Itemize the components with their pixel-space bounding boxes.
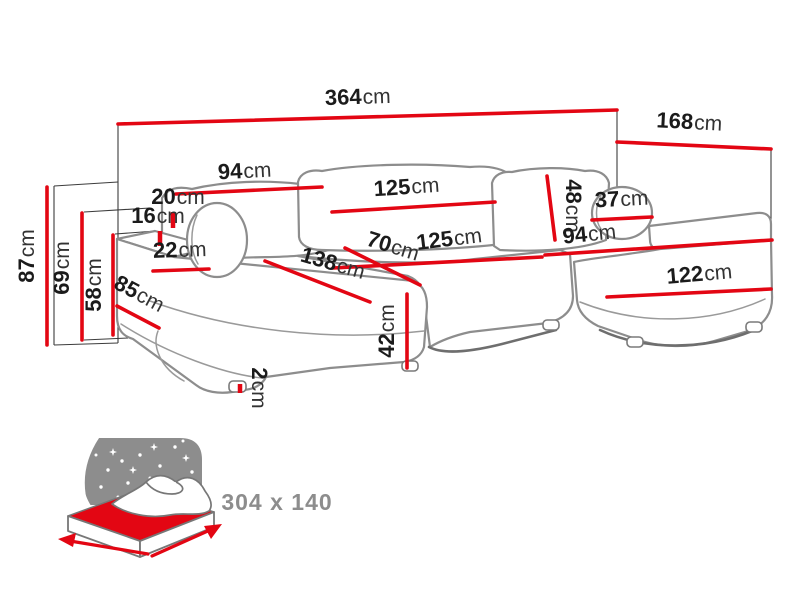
dim-armrest-width: 22cm [151,236,211,273]
svg-text:42cm: 42cm [374,304,399,357]
dim-armrest-height: 69cm [49,211,84,342]
svg-text:48cm: 48cm [561,179,586,232]
sofa-foot [745,321,763,333]
height-plane-87 [53,181,119,346]
width-arrow [58,533,150,556]
dim-backrest-left-width: 94cm [174,157,324,196]
dim-backrest-center-width: 125cm [330,172,497,214]
svg-text:125cm: 125cm [415,222,483,255]
sofa-foot [228,380,247,393]
chaise-left-corner-seam [155,330,185,382]
bolster-right-roll-seam [595,196,602,230]
dim-seat-height: 58cm [81,233,115,337]
chaise-left [115,237,429,394]
svg-text:69cm: 69cm [49,241,74,294]
sleeping-area-size: 304 x 140 [221,489,332,515]
moon-crescent [69,438,99,507]
bolster-pillow-left [185,201,249,279]
bolster-pillow-right [590,185,654,241]
svg-text:94cm: 94cm [561,218,617,248]
sofa-foot [401,360,419,372]
chaise-left-front-seam [120,323,263,379]
svg-text:122cm: 122cm [666,258,734,289]
svg-text:16cm: 16cm [131,203,184,228]
svg-text:94cm: 94cm [217,157,272,185]
dim-bolster-diameter: 37cm [590,185,654,222]
svg-text:168cm: 168cm [656,107,723,135]
chaise-right-bottom-edge [598,328,754,347]
dim-base-height: 42cm [374,292,409,370]
dim-total-height: 87cm [14,185,49,347]
sleeping-function-icon: 304 x 140 [58,438,332,558]
dim-armrest-pillow-height: 20cm [151,184,205,228]
height-plane-69 [83,207,151,341]
svg-text:37cm: 37cm [594,185,649,213]
seat-middle-bottom-edge [427,328,558,353]
sofa-foot [626,336,644,348]
dim-seat-right-width: 94cm [543,218,774,257]
svg-text:22cm: 22cm [153,236,207,263]
dim-total-depth: 168cm [615,107,773,151]
svg-text:2cm: 2cm [247,367,272,408]
dim-total-width: 364cm [116,83,619,126]
dim-leg-height: 2cm [237,367,272,409]
dim-backrest-height: 48cm [545,174,586,242]
chaise-left-seat-seam [149,300,425,336]
dim-chaise-right-length: 122cm [605,258,773,299]
svg-text:58cm: 58cm [81,258,106,311]
svg-text:87cm: 87cm [14,229,39,282]
svg-text:125cm: 125cm [373,172,440,202]
chaise-right-seam [579,298,766,320]
dim-seat-center-width: 125cm [331,222,544,270]
svg-text:364cm: 364cm [324,83,391,110]
length-arrow [150,524,222,558]
svg-text:20cm: 20cm [151,184,204,209]
blanket-fold [145,481,184,495]
bolster-left-roll-seam [191,214,199,265]
dim-armrest-inner-height: 16cm [131,203,185,246]
sofa-foot [542,319,560,331]
